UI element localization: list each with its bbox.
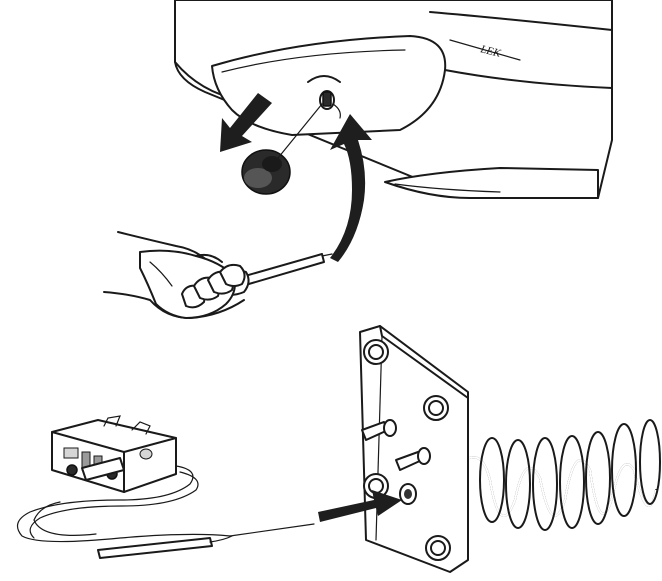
arrow-right-icon: [318, 490, 402, 522]
thermostat-knob: [241, 149, 291, 195]
heating-coil: [454, 419, 661, 531]
knob-leader-line: [277, 103, 323, 159]
arrow-left-down-icon: [220, 93, 272, 152]
thermostat-unit: [51, 415, 177, 493]
control-bezel: [211, 35, 447, 136]
terminal-tab: [361, 419, 397, 441]
flange-bolt: [425, 535, 451, 561]
element-flange: [359, 325, 469, 573]
flange-bolt: [363, 339, 389, 365]
arrow-curved-up-icon: [330, 114, 372, 262]
brand-label: LEK: [478, 43, 502, 60]
control-shaft: [307, 75, 341, 119]
hand-with-screwdriver: [103, 231, 333, 319]
flange-bolt: [423, 395, 449, 421]
capillary-sensor: [16, 465, 315, 559]
terminal-tab: [395, 447, 431, 471]
appliance-housing: LEK: [174, 0, 613, 199]
